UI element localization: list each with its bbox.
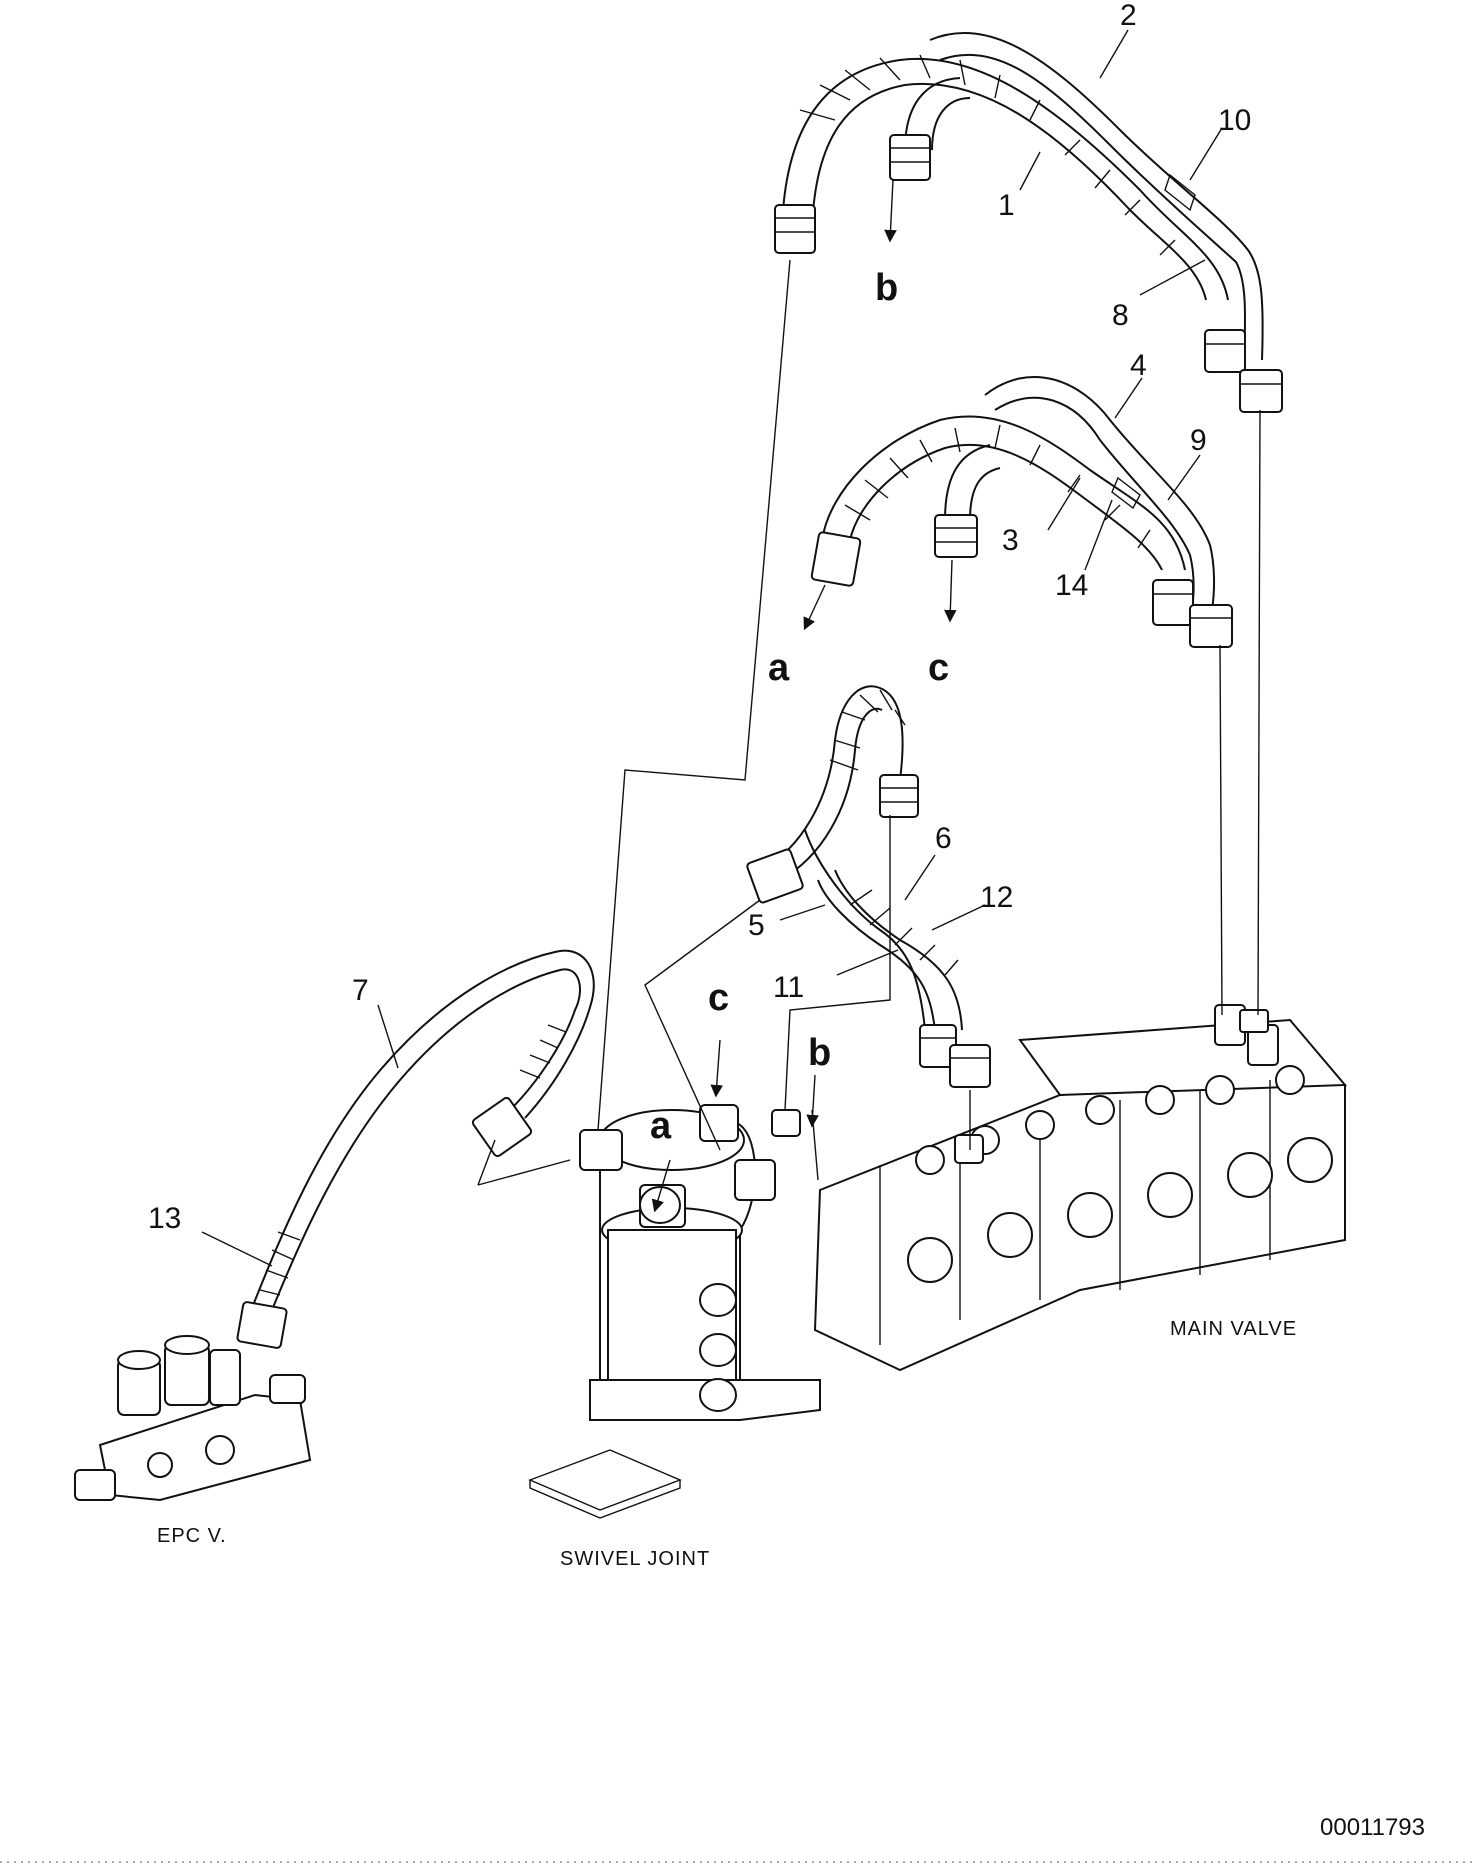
callout-2: 2 (1120, 0, 1137, 32)
callout-6: 6 (935, 822, 952, 855)
callout-numbers: 1 2 3 4 5 6 7 8 9 10 11 12 13 14 (148, 0, 1251, 1235)
connection-lines (477, 259, 1261, 1186)
callout-3: 3 (1002, 524, 1019, 557)
label-swivel-joint: SWIVEL JOINT (560, 1548, 710, 1570)
hose-assembly-5-6-11-12 (746, 685, 991, 1088)
callout-5: 5 (748, 909, 765, 942)
flow-arrows (651, 179, 957, 1213)
callout-14: 14 (1055, 569, 1088, 602)
letter-b-top: b (875, 267, 898, 309)
swivel-joint (528, 1104, 821, 1519)
callout-7: 7 (352, 974, 369, 1007)
callout-8: 8 (1112, 299, 1129, 332)
letter-b-joint: b (808, 1032, 831, 1074)
label-main-valve: MAIN VALVE (1170, 1318, 1297, 1340)
letter-c-top: c (928, 647, 949, 689)
callout-leaders (201, 29, 1223, 1267)
hose-assembly-1-2 (774, 32, 1283, 413)
callout-4: 4 (1130, 349, 1147, 382)
callout-9: 9 (1190, 424, 1207, 457)
label-epc-valve: EPC V. (157, 1525, 227, 1547)
callout-13: 13 (148, 1202, 181, 1235)
callout-1: 1 (998, 189, 1015, 222)
hose-assembly-3-4 (810, 376, 1233, 648)
letter-c-joint: c (708, 977, 729, 1019)
hose-assembly-7-13 (236, 949, 595, 1349)
letter-a-top: a (768, 647, 790, 689)
letter-a-joint: a (650, 1105, 672, 1147)
figure-number: 00011793 (1320, 1814, 1425, 1841)
epc-valve (74, 1335, 312, 1502)
callout-12: 12 (980, 881, 1013, 914)
main-valve (813, 1004, 1348, 1372)
connection-letters: b a c c b a (650, 267, 949, 1147)
callout-11: 11 (773, 971, 804, 1004)
callout-10: 10 (1218, 104, 1251, 137)
